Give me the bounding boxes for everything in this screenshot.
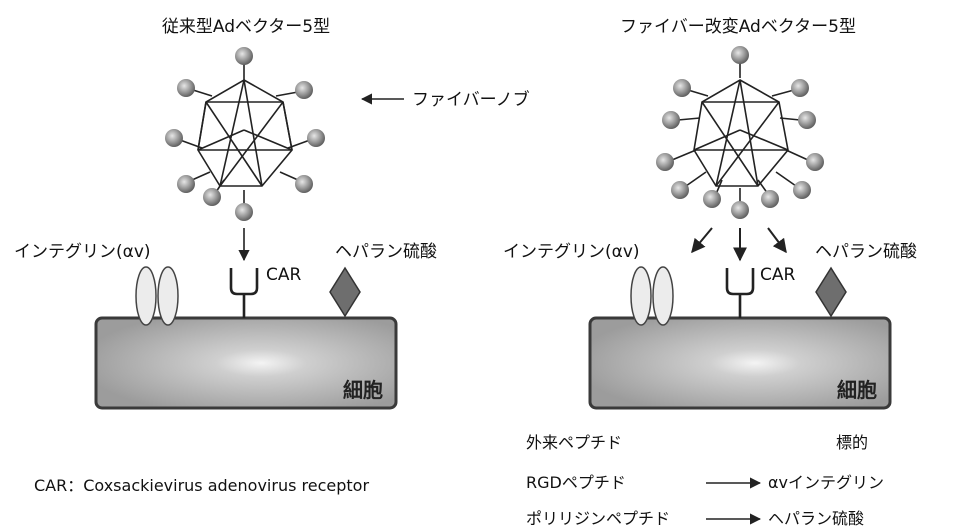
right-arrow-heparan <box>767 227 787 254</box>
fiber-knob <box>806 153 824 171</box>
left-fiber-knobs <box>165 47 325 221</box>
left-integrin-label: インテグリン(αv) <box>14 242 151 262</box>
table-header-peptide: 外来ペプチド <box>526 433 622 452</box>
left-title: 従来型Adベクター5型 <box>162 17 330 37</box>
left-panel: 従来型Adベクター5型 <box>14 17 530 495</box>
left-car-receptor <box>229 268 259 318</box>
fiber-knob <box>165 129 183 147</box>
right-icosahedron <box>671 60 809 204</box>
peptide-target-table: 外来ペプチド 標的 RGDペプチド αvインテグリン ポリリジンペプチド ヘパラ… <box>526 433 884 528</box>
fiber-knob-label: ファイバーノブ <box>412 89 530 110</box>
right-fiber-knobs <box>656 46 824 219</box>
left-icosahedron <box>179 60 311 206</box>
right-car-receptor <box>725 268 755 318</box>
fiber-knob <box>235 203 253 221</box>
left-cell <box>94 316 398 410</box>
fiber-knob <box>203 188 221 206</box>
right-panel: ファイバー改変Adベクター5型 <box>503 17 917 528</box>
right-heparan-sulfate-diamond <box>815 266 847 318</box>
fiber-knob <box>791 79 809 97</box>
left-heparan-sulfate-diamond <box>329 266 361 318</box>
right-integrin-label: インテグリン(αv) <box>503 242 640 262</box>
left-car-label: CAR <box>266 265 301 285</box>
fiber-knob <box>703 190 721 208</box>
fiber-knob <box>731 46 749 64</box>
table-row-target: ヘパラン硫酸 <box>768 509 864 528</box>
right-car-label: CAR <box>760 265 795 285</box>
fiber-knob <box>307 129 325 147</box>
fiber-knob <box>656 153 674 171</box>
car-footnote: CAR：Coxsackievirus adenovirus receptor <box>34 476 369 495</box>
fiber-knob <box>295 175 313 193</box>
fiber-knob <box>761 190 779 208</box>
fiber-knob <box>295 81 313 99</box>
fiber-knob <box>793 181 811 199</box>
right-integrin-beta <box>652 266 674 326</box>
table-row-peptide: RGDペプチド <box>526 473 626 492</box>
fiber-knob <box>235 47 253 65</box>
table-header-target: 標的 <box>836 433 868 452</box>
table-row-peptide: ポリリジンペプチド <box>526 509 670 528</box>
fiber-knob <box>798 111 816 129</box>
left-integrin-beta <box>157 266 179 326</box>
fiber-knob <box>662 111 680 129</box>
left-integrin-alpha <box>135 266 157 326</box>
fiber-knob <box>673 79 691 97</box>
fiber-knob <box>671 181 689 199</box>
right-heparan-label: ヘパラン硫酸 <box>815 242 917 262</box>
right-title: ファイバー改変Adベクター5型 <box>620 17 856 37</box>
fiber-knob <box>731 201 749 219</box>
left-heparan-label: ヘパラン硫酸 <box>335 242 437 262</box>
right-arrow-integrin <box>691 227 713 254</box>
right-cell-label: 細胞 <box>837 378 877 402</box>
table-row-target: αvインテグリン <box>768 473 884 492</box>
fiber-knob <box>177 175 195 193</box>
right-integrin-alpha <box>630 266 652 326</box>
fiber-knob <box>177 79 195 97</box>
left-cell-label: 細胞 <box>343 378 383 402</box>
